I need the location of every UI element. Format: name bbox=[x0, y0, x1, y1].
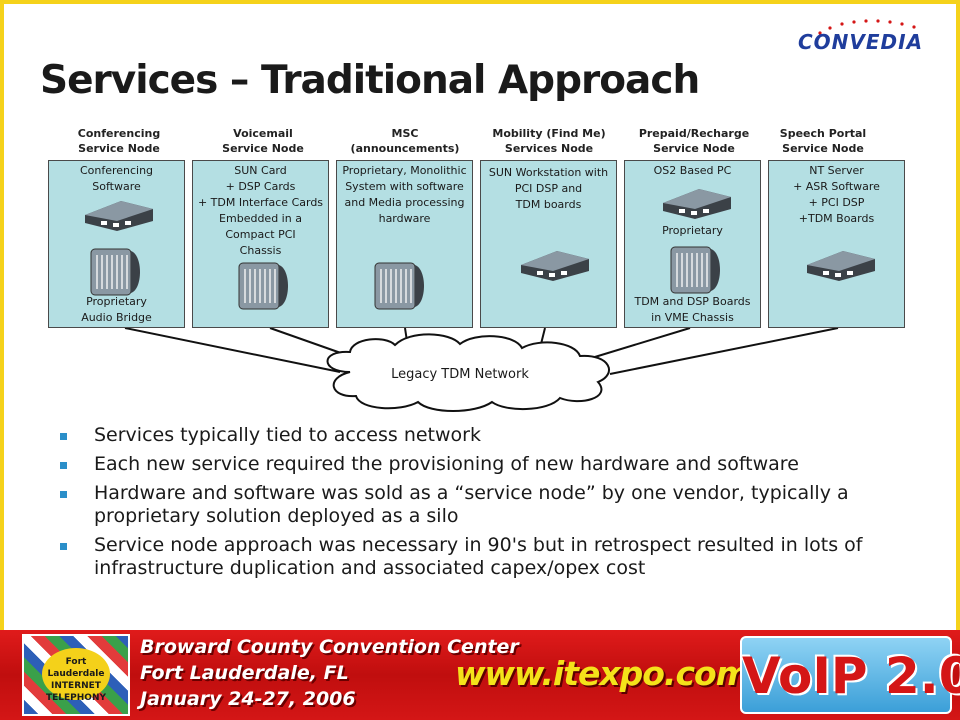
bullet-item: Services typically tied to access networ… bbox=[60, 424, 920, 447]
legacy-tdm-cloud-icon bbox=[326, 333, 610, 412]
bullet-square-icon bbox=[60, 543, 67, 550]
node-header-speech-portal: Speech Portal Service Node bbox=[779, 127, 867, 155]
node-box-voicemail: SUN Card + DSP Cards + TDM Interface Car… bbox=[192, 160, 329, 328]
bullet-item: Service node approach was necessary in 9… bbox=[60, 534, 920, 580]
flags-graphic-icon bbox=[22, 634, 130, 716]
bullet-item: Each new service required the provisioni… bbox=[60, 453, 920, 476]
bullet-text: Each new service required the provisioni… bbox=[94, 453, 799, 475]
bullet-item: Hardware and software was sold as a “ser… bbox=[60, 482, 920, 528]
node-header-msc: MSC (announcements) bbox=[350, 127, 460, 155]
link-speech-portal bbox=[609, 327, 839, 375]
logo-swoosh-icon bbox=[818, 19, 916, 35]
bullet-text: Service node approach was necessary in 9… bbox=[94, 534, 863, 579]
network-diagram bbox=[124, 327, 839, 412]
page-title: Services – Traditional Approach bbox=[40, 58, 700, 103]
logo-text: CONVEDIA bbox=[798, 30, 924, 54]
node-text: SUN Card + DSP Cards + TDM Interface Car… bbox=[197, 164, 324, 257]
connector-lines bbox=[124, 327, 839, 375]
node-text: SUN Workstation with PCI DSP and TDM boa… bbox=[488, 166, 609, 211]
chassis-icon bbox=[238, 262, 288, 310]
node-text: Conferencing Software bbox=[79, 164, 154, 193]
node-text: NT Server + ASR Software + PCI DSP +TDM … bbox=[793, 164, 880, 225]
interface-card-icon bbox=[807, 251, 875, 281]
cloud-label: Legacy TDM Network bbox=[391, 367, 529, 382]
node-box-mobility: SUN Workstation with PCI DSP and TDM boa… bbox=[480, 160, 617, 328]
bullet-square-icon bbox=[60, 433, 67, 440]
convedia-logo: CONVEDIA bbox=[790, 18, 940, 58]
link-prepaid bbox=[584, 327, 691, 361]
bullet-square-icon bbox=[60, 491, 67, 498]
node-header-mobility: Mobility (Find Me) Services Node bbox=[492, 127, 606, 155]
node-text: OS2 Based PC bbox=[653, 164, 732, 177]
node-box-conferencing: Conferencing Software Proprietary Audio … bbox=[48, 160, 185, 328]
interface-card-icon bbox=[663, 189, 731, 219]
interface-card-icon bbox=[85, 201, 153, 231]
node-text: TDM and DSP Boards in VME Chassis bbox=[634, 295, 751, 324]
node-header-voicemail: Voicemail Service Node bbox=[222, 127, 304, 155]
node-text: Proprietary Audio Bridge bbox=[81, 295, 152, 324]
internet-telephony-badge: Fort Lauderdale INTERNET TELEPHONY bbox=[42, 648, 110, 703]
banner-dates: January 24-27, 2006 bbox=[140, 688, 356, 710]
bullet-text: Hardware and software was sold as a “ser… bbox=[94, 482, 849, 527]
bullet-square-icon bbox=[60, 462, 67, 469]
interface-card-icon bbox=[521, 251, 589, 281]
banner-venue: Broward County Convention Center bbox=[140, 636, 519, 658]
voip-logo: VoIP 2.0 bbox=[740, 636, 960, 714]
banner-city: Fort Lauderdale, FL bbox=[140, 662, 349, 684]
node-header-prepaid: Prepaid/Recharge Service Node bbox=[638, 127, 750, 155]
bullet-text: Services typically tied to access networ… bbox=[94, 424, 481, 446]
node-text: Proprietary bbox=[662, 224, 723, 237]
event-banner: Fort Lauderdale INTERNET TELEPHONY Browa… bbox=[0, 630, 960, 720]
link-conferencing bbox=[124, 327, 341, 373]
node-box-speech-portal: NT Server + ASR Software + PCI DSP +TDM … bbox=[768, 160, 905, 328]
node-box-msc: Proprietary, Monolithic System with soft… bbox=[336, 160, 473, 328]
chassis-icon bbox=[90, 248, 140, 296]
node-header-conferencing: Conferencing Service Node bbox=[77, 127, 161, 155]
node-box-prepaid: OS2 Based PC Proprietary TDM and DSP Boa… bbox=[624, 160, 761, 328]
banner-url[interactable]: www.itexpo.com bbox=[455, 654, 750, 693]
bullet-list: Services typically tied to access networ… bbox=[60, 424, 920, 586]
chassis-icon bbox=[670, 246, 720, 294]
node-text: Proprietary, Monolithic System with soft… bbox=[342, 164, 467, 225]
chassis-icon bbox=[374, 262, 424, 310]
voip-logo-text: VoIP 2.0 bbox=[742, 647, 960, 705]
